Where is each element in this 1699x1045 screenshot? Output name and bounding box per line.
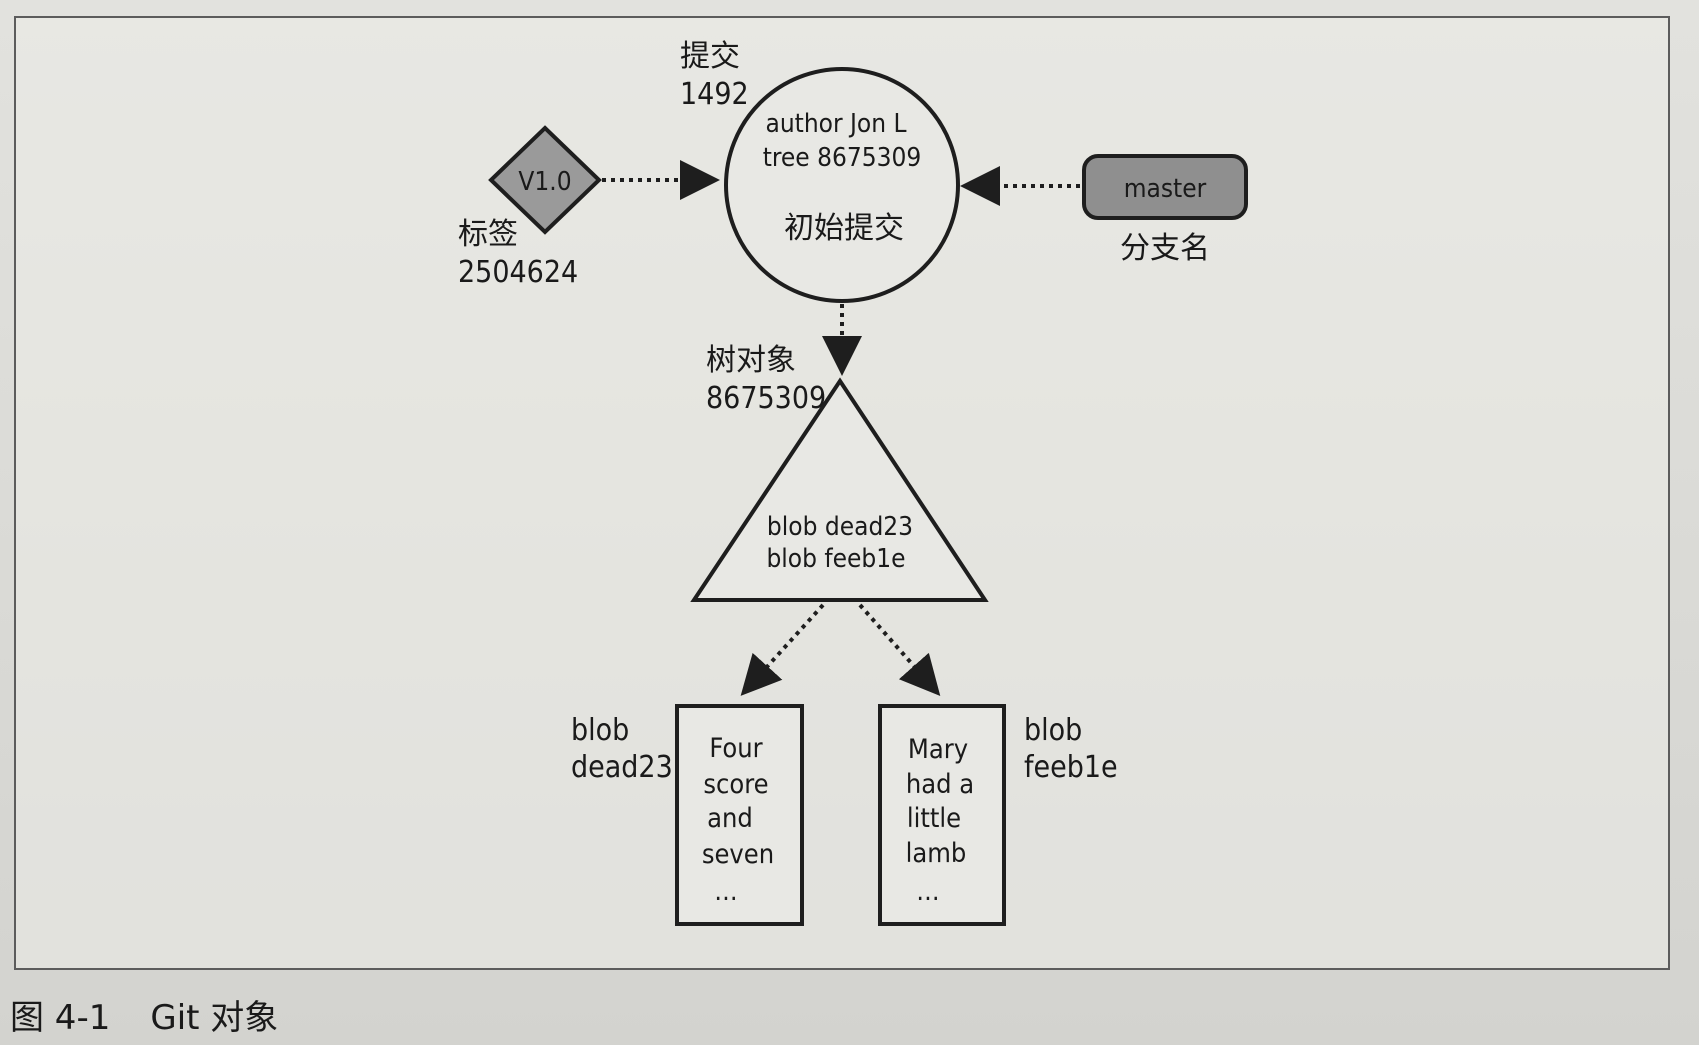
blob-right-content-1: Mary bbox=[908, 734, 968, 765]
branch-name: master bbox=[1124, 174, 1207, 204]
blob-left-content-1: Four bbox=[709, 733, 762, 764]
blob-right-label-type: blob bbox=[1024, 713, 1082, 748]
blob-right-content-2: had a bbox=[906, 769, 974, 800]
commit-node: 提交 1492 author Jon L tree 8675309 初始提交 bbox=[680, 39, 960, 303]
blob-right-content-3: little bbox=[907, 803, 961, 834]
tree-to-blob-left-arrow bbox=[740, 603, 825, 696]
tree-entry-1: blob dead23 bbox=[767, 512, 913, 542]
figure-number: 图 4-1 bbox=[10, 998, 111, 1038]
commit-message: 初始提交 bbox=[784, 211, 904, 246]
blob-right-node: blob feeb1e Mary had a little lamb … bbox=[878, 704, 1118, 926]
tree-entry-2: blob feeb1e bbox=[766, 544, 905, 574]
blob-left-content-4: seven bbox=[702, 839, 774, 870]
commit-circle bbox=[724, 67, 960, 303]
tag-node: V1.0 标签 2504624 bbox=[458, 125, 602, 290]
blob-right-box bbox=[878, 704, 1006, 926]
blob-left-content-2: score bbox=[703, 769, 768, 800]
commit-id: 1492 bbox=[680, 77, 749, 112]
tree-to-blob-right-arrow bbox=[858, 603, 941, 696]
connectors bbox=[602, 160, 1080, 696]
blob-right-ellipsis: … bbox=[916, 877, 939, 907]
blob-left-box bbox=[675, 704, 804, 926]
tag-heading: 标签 bbox=[458, 217, 518, 252]
commit-tree-line: tree 8675309 bbox=[763, 143, 922, 173]
blob-left-label-id: dead23 bbox=[571, 750, 673, 785]
branch-label: 分支名 bbox=[1120, 231, 1210, 266]
commit-heading: 提交 bbox=[680, 39, 740, 74]
blob-left-content-3: and bbox=[707, 803, 753, 834]
tag-name: V1.0 bbox=[518, 167, 571, 197]
blob-right-content-4: lamb bbox=[906, 838, 967, 869]
commit-author-line: author Jon L bbox=[766, 109, 907, 139]
branch-box bbox=[1082, 154, 1248, 220]
blob-left-ellipsis: … bbox=[714, 877, 737, 907]
tree-triangle bbox=[690, 377, 989, 602]
blob-right-label-id: feeb1e bbox=[1024, 750, 1118, 785]
tree-node: 树对象 8675309 blob dead23 blob feeb1e bbox=[690, 343, 989, 602]
tag-id: 2504624 bbox=[458, 255, 578, 290]
figure-caption: 图 4-1 Git 对象 bbox=[10, 990, 278, 1039]
tree-id: 8675309 bbox=[706, 381, 826, 416]
tree-heading: 树对象 bbox=[706, 343, 796, 378]
branch-node: master 分支名 bbox=[1082, 154, 1248, 266]
blob-left-node: blob dead23 Four score and seven … bbox=[571, 704, 804, 926]
tag-diamond bbox=[488, 125, 602, 235]
blob-left-label-type: blob bbox=[571, 713, 629, 748]
figure-title: Git 对象 bbox=[150, 998, 279, 1038]
